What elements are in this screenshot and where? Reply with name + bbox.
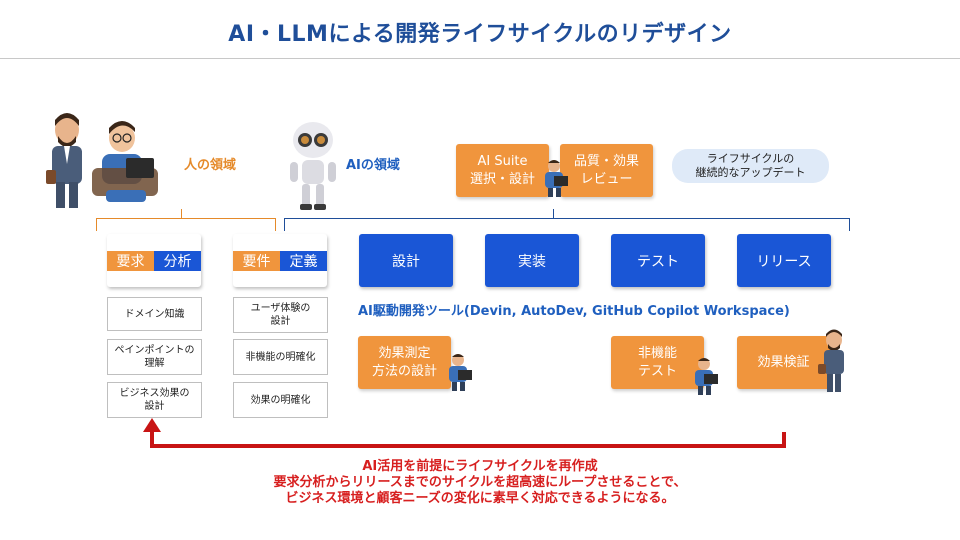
human-bracket (96, 218, 276, 231)
standing-man-illustration (818, 328, 850, 394)
title-divider (0, 58, 960, 59)
task-ux-design: ユーザ体験の 設計 (233, 297, 328, 333)
worker-icon (540, 158, 570, 198)
measure-line2: 方法の設計 (371, 363, 437, 379)
step-implementation: 実装 (485, 234, 579, 287)
step-test: テスト (611, 234, 705, 287)
task-business-effect-line2: 設計 (144, 401, 165, 412)
step-requirements-definition: 要件 定義 (233, 234, 327, 287)
businessman-illustration (44, 108, 90, 212)
task-nonfunctional: 非機能の明確化 (233, 339, 328, 375)
lifecycle-update-line1: ライフサイクルの (706, 152, 795, 165)
robot-illustration (284, 116, 342, 212)
page-title: AI・LLMによる開発ライフサイクルのリデザイン (228, 22, 732, 47)
quality-review-box: 品質・効果 レビュー (560, 144, 653, 197)
quality-review-line1: 品質・効果 (573, 153, 639, 169)
task-pain-points: ペインポイントの 理解 (107, 339, 202, 375)
definition-label-2: 定義 (280, 250, 327, 271)
task-domain-knowledge: ドメイン知識 (107, 297, 202, 331)
task-pain-points-line2: 理解 (144, 358, 165, 369)
quality-review-line2: レビュー (580, 171, 633, 187)
task-ux-design-line1: ユーザ体験の (250, 303, 311, 314)
task-effect-clarify: 効果の明確化 (233, 382, 328, 418)
ai-task-measure-design: 効果測定 方法の設計 (358, 336, 451, 389)
footer-line-2: 要求分析からリリースまでのサイクルを超高速にループさせることで、 (273, 475, 687, 490)
ai-task-nonfunctional-test: 非機能 テスト (611, 336, 704, 389)
worker-icon (690, 356, 720, 396)
ai-area-label: AIの領域 (346, 158, 400, 173)
task-nonfunctional-text: 非機能の明確化 (245, 351, 316, 363)
step-design: 設計 (359, 234, 453, 287)
task-pain-points-line1: ペインポイントの (114, 345, 195, 356)
definition-label-1: 要件 (233, 250, 280, 271)
ai-bracket-tick (553, 209, 554, 218)
task-effect-clarify-text: 効果の明確化 (250, 394, 311, 406)
human-bracket-tick (181, 209, 182, 218)
ai-task-effect-verification: 効果検証 (737, 336, 830, 389)
requirements-label-1: 要求 (107, 250, 154, 271)
nonfunc-line2: テスト (637, 363, 677, 379)
lifecycle-update-line2: 継続的なアップデート (695, 166, 806, 179)
task-domain-knowledge-text: ドメイン知識 (124, 308, 185, 320)
task-business-effect: ビジネス効果の 設計 (107, 382, 202, 418)
step-requirements-analysis: 要求 分析 (107, 234, 201, 287)
ai-tools-text: AI駆動開発ツール(Devin, AutoDev, GitHub Copilot… (358, 304, 790, 319)
ai-suite-line1: AI Suite (477, 153, 528, 169)
nonfunc-line1: 非機能 (637, 345, 677, 361)
worker-icon (444, 352, 474, 392)
ai-suite-line2: 選択・設計 (469, 171, 535, 187)
measure-line1: 効果測定 (378, 345, 431, 361)
task-business-effect-line1: ビジネス効果の (119, 388, 190, 399)
requirements-label-2: 分析 (154, 250, 201, 271)
laptop-man-illustration (92, 118, 162, 208)
footer-line-3: ビジネス環境と顧客ニーズの変化に素早く対応できるようになる。 (285, 491, 675, 506)
human-area-label: 人の領域 (184, 158, 237, 173)
task-ux-design-line2: 設計 (270, 316, 291, 327)
lifecycle-update-pill: ライフサイクルの 継続的なアップデート (672, 149, 829, 183)
ai-bracket (284, 218, 850, 231)
ai-suite-box: AI Suite 選択・設計 (456, 144, 549, 197)
footer-line-1: AI活用を前提にライフサイクルを再作成 (362, 459, 598, 474)
step-release: リリース (737, 234, 831, 287)
